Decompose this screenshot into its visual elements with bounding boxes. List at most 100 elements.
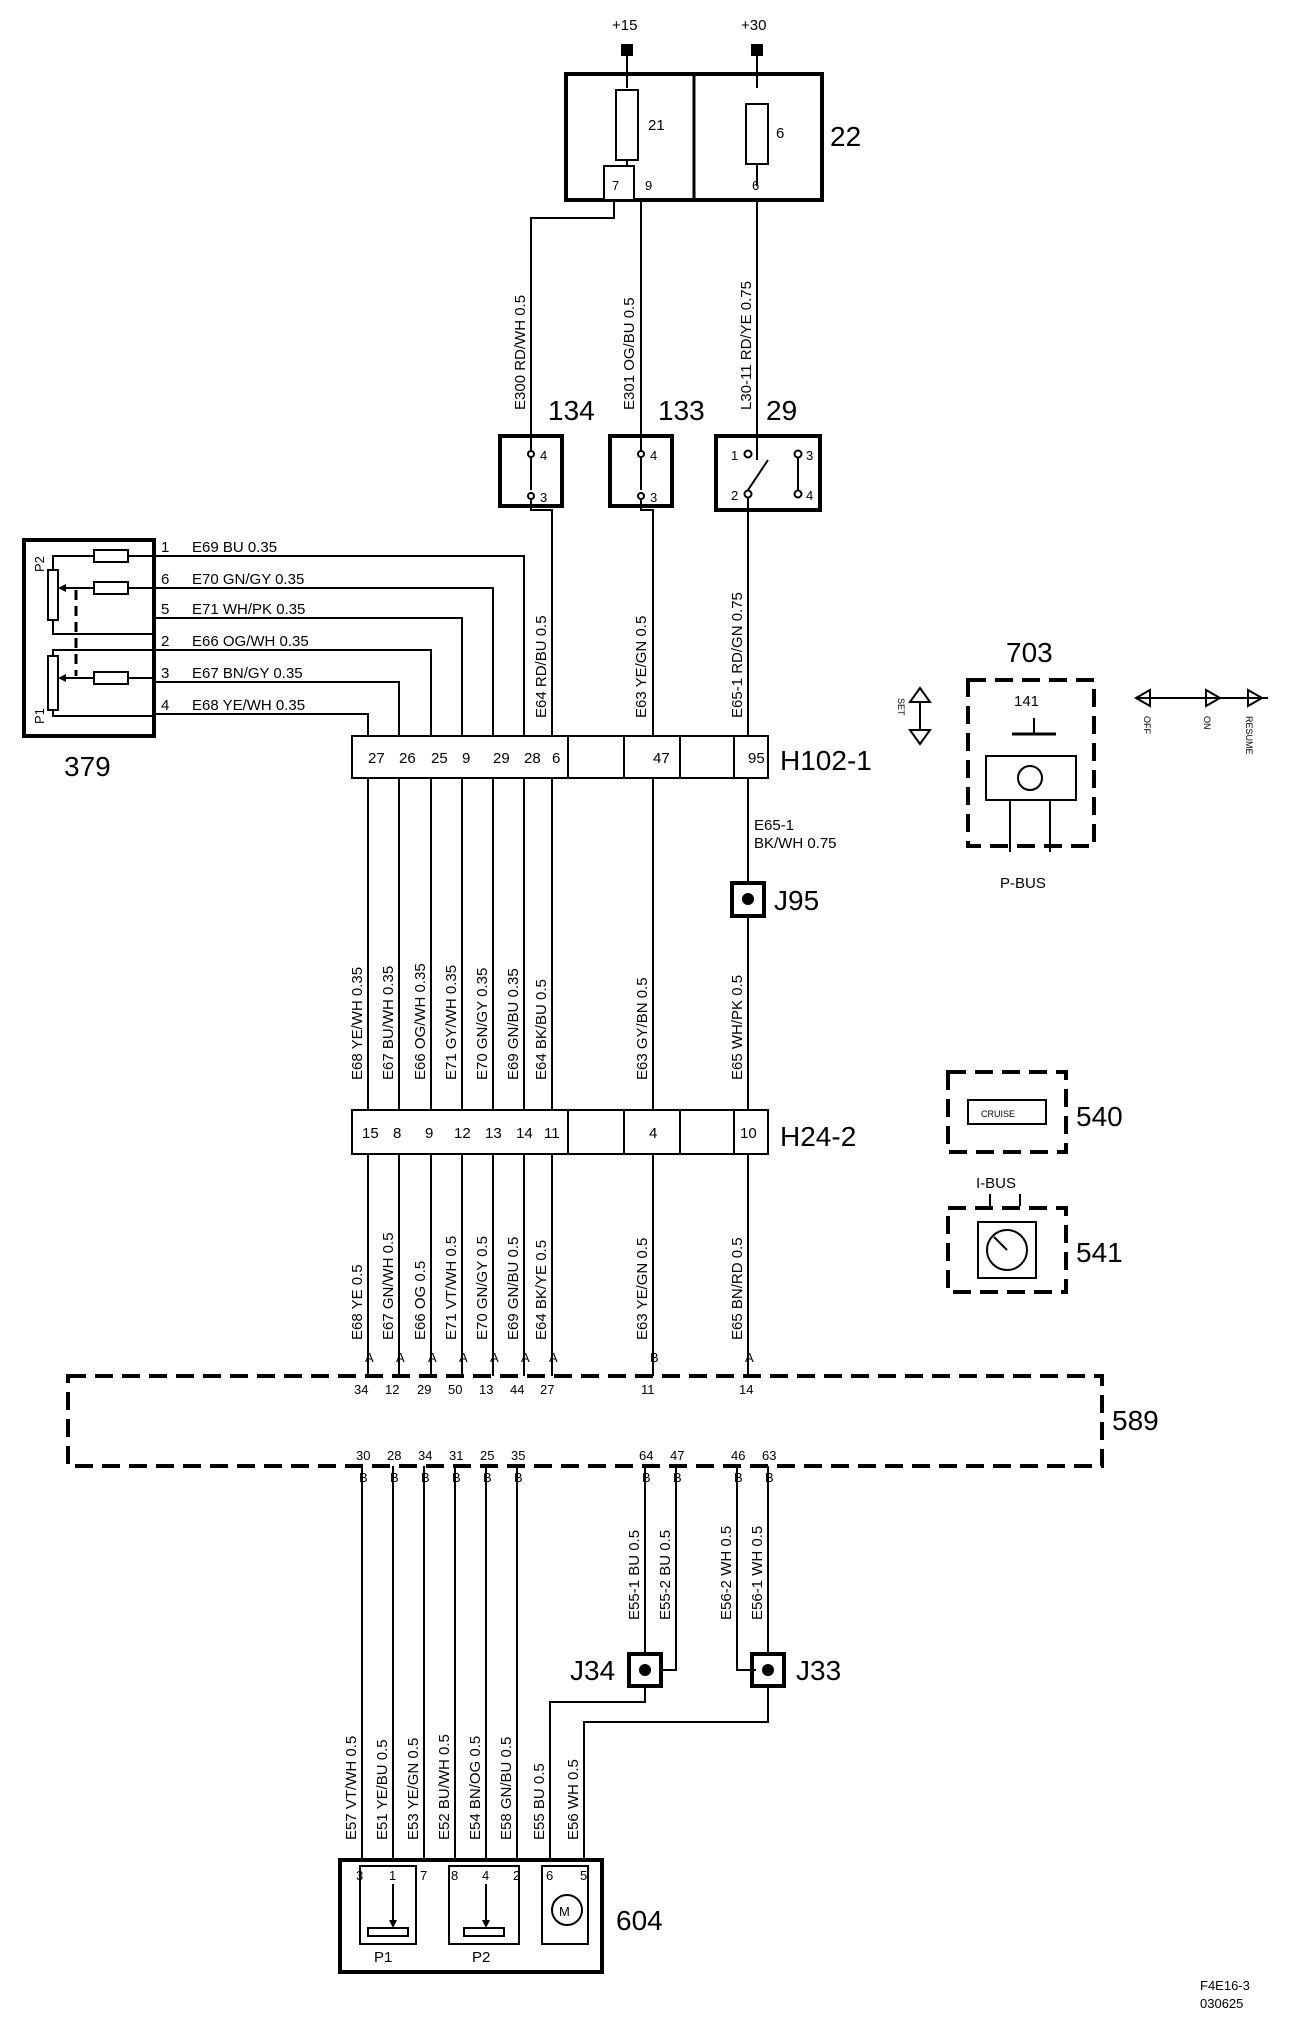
connector-h102-label: H102-1 [780, 745, 872, 776]
svg-text:A: A [549, 1350, 558, 1365]
svg-text:B: B [452, 1470, 461, 1485]
svg-text:15: 15 [362, 1125, 379, 1142]
svg-text:13: 13 [485, 1125, 502, 1142]
svg-text:25: 25 [431, 750, 448, 767]
svg-text:6: 6 [552, 750, 560, 767]
control-module-589: 34 12 29 50 13 44 27 11 14 30 28 34 31 2… [66, 1374, 1159, 1468]
mid-wires: E68 YE/WH 0.35 E67 BU/WH 0.35 E66 OG/WH … [349, 778, 837, 1110]
svg-text:E67 GN/WH 0.5: E67 GN/WH 0.5 [380, 1232, 397, 1340]
svg-text:141: 141 [1014, 693, 1039, 710]
switch-29: 1 2 3 4 29 [714, 395, 822, 512]
svg-text:A: A [521, 1350, 530, 1365]
component-589-label: 589 [1112, 1405, 1159, 1436]
svg-text:46: 46 [731, 1448, 745, 1463]
svg-text:14: 14 [516, 1125, 533, 1142]
svg-text:B: B [642, 1470, 651, 1485]
svg-text:64: 64 [639, 1448, 653, 1463]
svg-text:50: 50 [448, 1382, 462, 1397]
bottom-wires: B B B B B B B B B B E55-1 BU 0.5 E55-2 B… [343, 1466, 774, 1860]
svg-text:B: B [765, 1470, 774, 1485]
svg-text:4: 4 [482, 1868, 489, 1883]
junction-j34: J34 [570, 1652, 663, 1688]
svg-text:47: 47 [670, 1448, 684, 1463]
svg-text:E55 BU 0.5: E55 BU 0.5 [531, 1763, 548, 1840]
svg-text:E71 GY/WH 0.35: E71 GY/WH 0.35 [443, 965, 460, 1080]
component-133-label: 133 [658, 395, 705, 426]
arrow-up-icon [908, 686, 932, 703]
svg-text:E63 GY/BN 0.5: E63 GY/BN 0.5 [634, 977, 651, 1080]
fuse-6-label: 6 [776, 125, 784, 142]
svg-text:L30-11 RD/YE 0.75: L30-11 RD/YE 0.75 [738, 281, 755, 410]
svg-text:E55-2 BU 0.5: E55-2 BU 0.5 [657, 1530, 674, 1620]
svg-text:B: B [483, 1470, 492, 1485]
sensor-379: P2 P1 379 [22, 538, 156, 782]
svg-text:1: 1 [161, 539, 169, 556]
sensor-wires: 1 E69 BU 0.35 6 E70 GN/GY 0.35 5 E71 WH/… [154, 539, 525, 736]
svg-text:5: 5 [580, 1868, 587, 1883]
svg-text:3: 3 [806, 448, 813, 463]
svg-text:63: 63 [762, 1448, 776, 1463]
svg-text:E68 YE/WH 0.35: E68 YE/WH 0.35 [192, 697, 305, 714]
svg-text:9: 9 [462, 750, 470, 767]
switch-133: 4 3 133 [608, 395, 705, 508]
svg-text:12: 12 [454, 1125, 471, 1142]
svg-text:E69 GN/BU 0.35: E69 GN/BU 0.35 [505, 968, 522, 1080]
junction-j34-label: J34 [570, 1655, 615, 1686]
fuse-box-22: 21 6 7 9 6 22 [564, 72, 861, 202]
svg-text:4: 4 [540, 448, 547, 463]
svg-text:A: A [745, 1350, 754, 1365]
junction-j33-label: J33 [796, 1655, 841, 1686]
svg-text:E63 YE/GN 0.5: E63 YE/GN 0.5 [634, 1238, 651, 1340]
svg-text:3: 3 [650, 490, 657, 505]
svg-text:E71 VT/WH 0.5: E71 VT/WH 0.5 [443, 1236, 460, 1340]
svg-text:6: 6 [546, 1868, 553, 1883]
svg-text:29: 29 [417, 1382, 431, 1397]
svg-text:6: 6 [752, 178, 759, 193]
svg-text:95: 95 [748, 750, 765, 767]
svg-text:E69 BU 0.35: E69 BU 0.35 [192, 539, 277, 556]
svg-text:E58 GN/BU 0.5: E58 GN/BU 0.5 [498, 1737, 515, 1840]
cruise-indicator: CRUISE [981, 1109, 1015, 1119]
svg-text:4: 4 [806, 488, 813, 503]
svg-text:E64 RD/BU 0.5: E64 RD/BU 0.5 [533, 615, 550, 718]
svg-text:6: 6 [161, 571, 169, 588]
svg-text:4: 4 [649, 1125, 657, 1142]
lever-positions: SET OFF ON RESUME [896, 686, 1268, 755]
svg-text:8: 8 [451, 1868, 458, 1883]
connector-h24-label: H24-2 [780, 1121, 856, 1152]
svg-text:26: 26 [399, 750, 416, 767]
svg-text:E65 WH/PK 0.5: E65 WH/PK 0.5 [729, 975, 746, 1080]
svg-text:E56 WH 0.5: E56 WH 0.5 [565, 1759, 582, 1840]
svg-text:P2: P2 [32, 556, 47, 572]
svg-text:E65-1: E65-1 [754, 817, 794, 834]
svg-text:9: 9 [425, 1125, 433, 1142]
svg-text:13: 13 [479, 1382, 493, 1397]
svg-text:B: B [390, 1470, 399, 1485]
svg-text:E65 BN/RD 0.5: E65 BN/RD 0.5 [729, 1237, 746, 1340]
set-label: SET [896, 698, 906, 716]
resume-label: RESUME [1244, 716, 1254, 755]
switch-134: 4 3 134 [498, 395, 595, 508]
svg-text:44: 44 [510, 1382, 524, 1397]
potentiometer-p1-icon [47, 655, 59, 711]
upper-wires: E300 RD/WH 0.5 E301 OG/BU 0.5 L30-11 RD/… [512, 200, 758, 460]
svg-text:E56-1 WH 0.5: E56-1 WH 0.5 [749, 1526, 766, 1620]
svg-text:3: 3 [540, 490, 547, 505]
svg-text:A: A [365, 1350, 374, 1365]
svg-text:27: 27 [368, 750, 385, 767]
terminal-15 [621, 44, 633, 56]
component-134-label: 134 [548, 395, 595, 426]
potentiometer-p1-icon [367, 1927, 409, 1937]
svg-text:7: 7 [612, 178, 619, 193]
component-29-label: 29 [766, 395, 797, 426]
svg-text:B: B [514, 1470, 523, 1485]
component-541-label: 541 [1076, 1237, 1123, 1268]
supply-15-label: +15 [612, 17, 637, 34]
switch-to-h102-wires: E64 RD/BU 0.5 E63 YE/GN 0.5 E65-1 RD/GN … [530, 498, 749, 736]
svg-text:11: 11 [544, 1125, 560, 1142]
svg-text:E65-1 RD/GN 0.75: E65-1 RD/GN 0.75 [729, 592, 746, 718]
potentiometer-p2-icon [47, 569, 59, 621]
svg-text:E301 OG/BU 0.5: E301 OG/BU 0.5 [621, 297, 638, 410]
svg-text:35: 35 [511, 1448, 525, 1463]
